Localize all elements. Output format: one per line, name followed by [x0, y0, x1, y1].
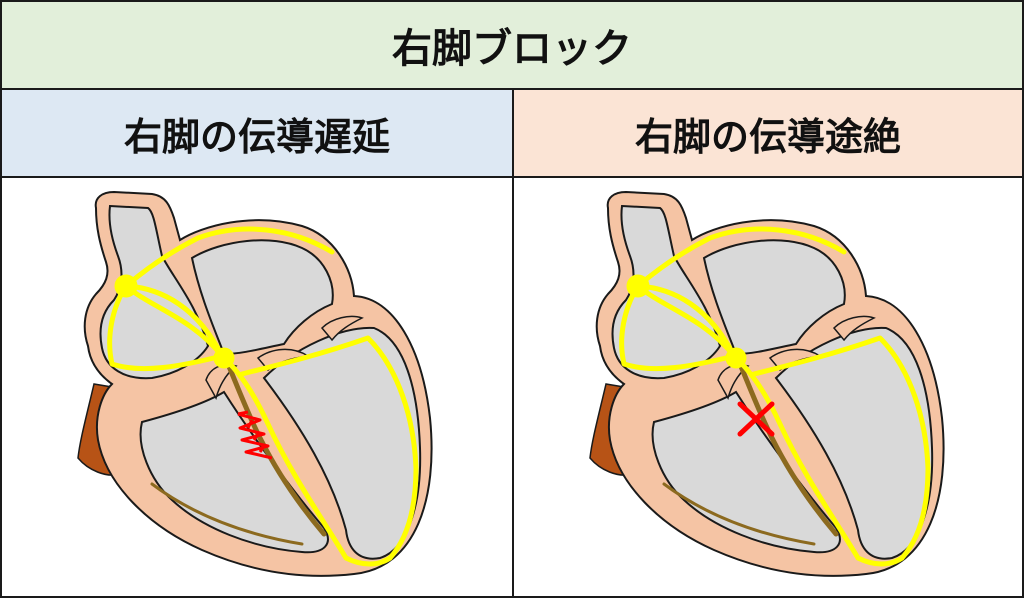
left-bundle-branch — [751, 335, 931, 561]
right-ventricle — [651, 390, 841, 554]
internodal-pathway — [635, 283, 737, 359]
valve-leaflet — [832, 315, 876, 342]
his-bundle — [219, 353, 349, 561]
internodal-pathway — [619, 283, 737, 372]
septum-notch — [717, 364, 750, 400]
sinus-node — [626, 274, 650, 298]
left-bundle-branch — [239, 335, 419, 561]
bachmann-bundle — [635, 226, 847, 289]
internodal-pathway — [123, 283, 225, 359]
sinus-node — [114, 274, 138, 298]
right-bundle-fibers — [662, 482, 816, 546]
left-atrium — [702, 239, 846, 356]
valve-leaflet — [320, 315, 364, 342]
purkinje-fibers — [855, 555, 905, 567]
internodal-pathway — [123, 283, 225, 359]
heart-diagram-block — [589, 190, 945, 577]
panel-delay — [0, 176, 514, 598]
av-node — [213, 347, 235, 369]
left-atrium — [190, 239, 334, 356]
right-bundle-branch — [737, 361, 839, 537]
purkinje-fibers — [343, 555, 393, 567]
heart-illustration — [77, 190, 433, 577]
figure-title: 右脚ブロック — [0, 0, 1024, 90]
panel-heading-block: 右脚の伝導途絶 — [512, 88, 1024, 178]
heart-diagram-delay — [77, 190, 433, 577]
internodal-pathway — [635, 283, 737, 359]
internodal-pathway — [107, 283, 225, 372]
panel-heading-delay: 右脚の伝導遅延 — [0, 88, 514, 178]
panel-block — [512, 176, 1024, 598]
septum-notch — [205, 364, 238, 400]
right-ventricle — [139, 390, 329, 554]
conduction-delay-marker — [237, 410, 273, 460]
right-bundle-branch — [225, 361, 327, 537]
his-bundle — [731, 353, 861, 561]
bachmann-bundle — [123, 226, 335, 289]
heart-illustration — [589, 190, 945, 577]
right-bundle-fibers — [150, 482, 304, 546]
av-node — [725, 347, 747, 369]
conduction-block-marker — [737, 401, 775, 437]
